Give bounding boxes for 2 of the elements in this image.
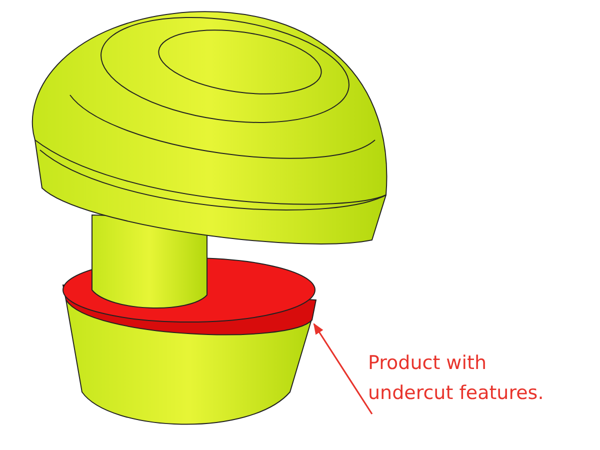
leader-line [313, 323, 373, 414]
callout-text: Product with undercut features. [368, 348, 573, 408]
